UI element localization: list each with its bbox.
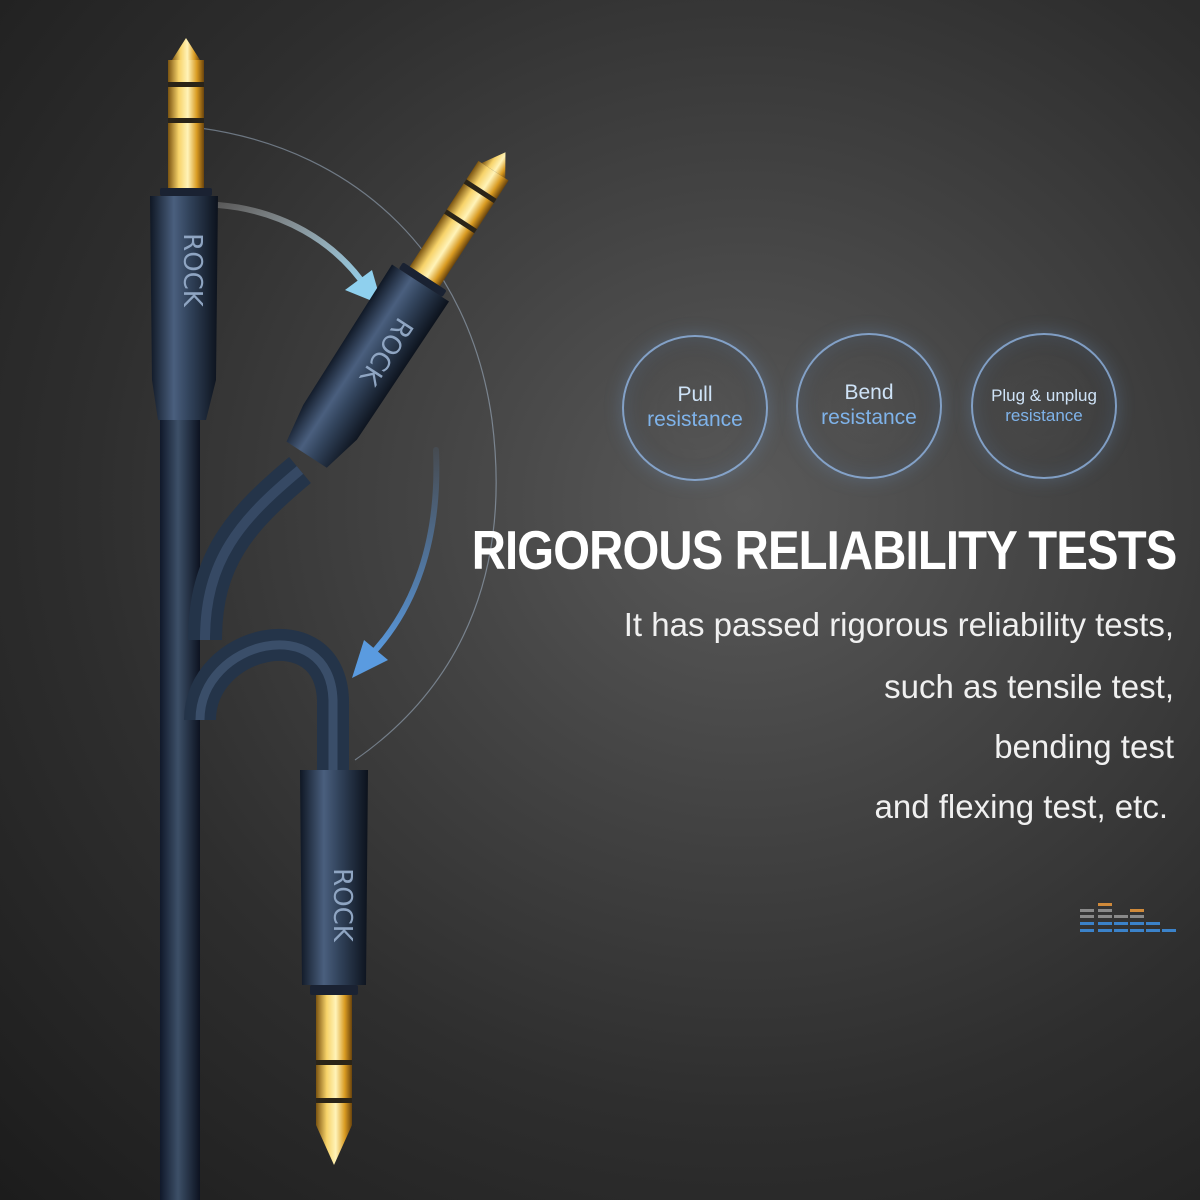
top-plug-brand: ROCK: [177, 233, 207, 308]
top-plug: ROCK: [150, 38, 218, 420]
badge-bend-resistance: Bend resistance: [796, 333, 942, 479]
arrow-head-2: [352, 640, 388, 678]
tilted-plug: ROCK: [286, 152, 509, 468]
badge-subtitle: resistance: [821, 406, 917, 429]
body-line-4: and flexing test, etc.: [874, 788, 1168, 825]
headline: RIGOROUS RELIABILITY TESTS: [471, 519, 1177, 581]
badge-plug-unplug-resistance: Plug & unplug resistance: [971, 333, 1117, 479]
bottom-plug-brand: ROCK: [327, 868, 357, 943]
badge-title: Pull: [677, 383, 713, 406]
body-line-1: It has passed rigorous reliability tests…: [623, 606, 1174, 643]
badge-title: Plug & unplug: [991, 386, 1097, 405]
arrow-bend-2: [365, 447, 440, 661]
badge-subtitle: resistance: [1005, 406, 1083, 425]
body-line-2: such as tensile test,: [884, 668, 1174, 705]
bottom-plug: ROCK: [300, 770, 368, 1165]
body-line-3: bending test: [994, 728, 1174, 765]
badge-pull-resistance: Pull resistance: [622, 335, 768, 481]
main-cable: [160, 415, 200, 1200]
badge-title: Bend: [844, 381, 894, 404]
equalizer-logo-icon: [1080, 903, 1176, 932]
arrow-bend-1: [215, 202, 371, 293]
badge-subtitle: resistance: [647, 408, 743, 431]
guide-arc: [199, 127, 497, 761]
